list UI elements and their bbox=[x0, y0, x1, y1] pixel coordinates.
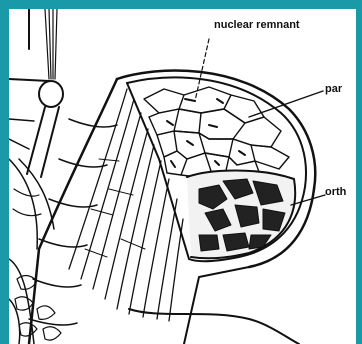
ortho-cortex bbox=[187, 171, 295, 259]
diagram-panel: nuclear remnant par orth bbox=[9, 9, 356, 344]
cuticle-scales bbox=[29, 119, 117, 325]
background-fibres bbox=[9, 9, 54, 344]
label-par: par bbox=[325, 83, 342, 95]
label-orth: orth bbox=[325, 186, 346, 198]
wool-fibre-illustration bbox=[9, 9, 356, 344]
label-nuclear-remnant: nuclear remnant bbox=[214, 19, 300, 31]
brush-tool bbox=[27, 9, 63, 177]
cortical-cell-strands bbox=[69, 89, 183, 321]
